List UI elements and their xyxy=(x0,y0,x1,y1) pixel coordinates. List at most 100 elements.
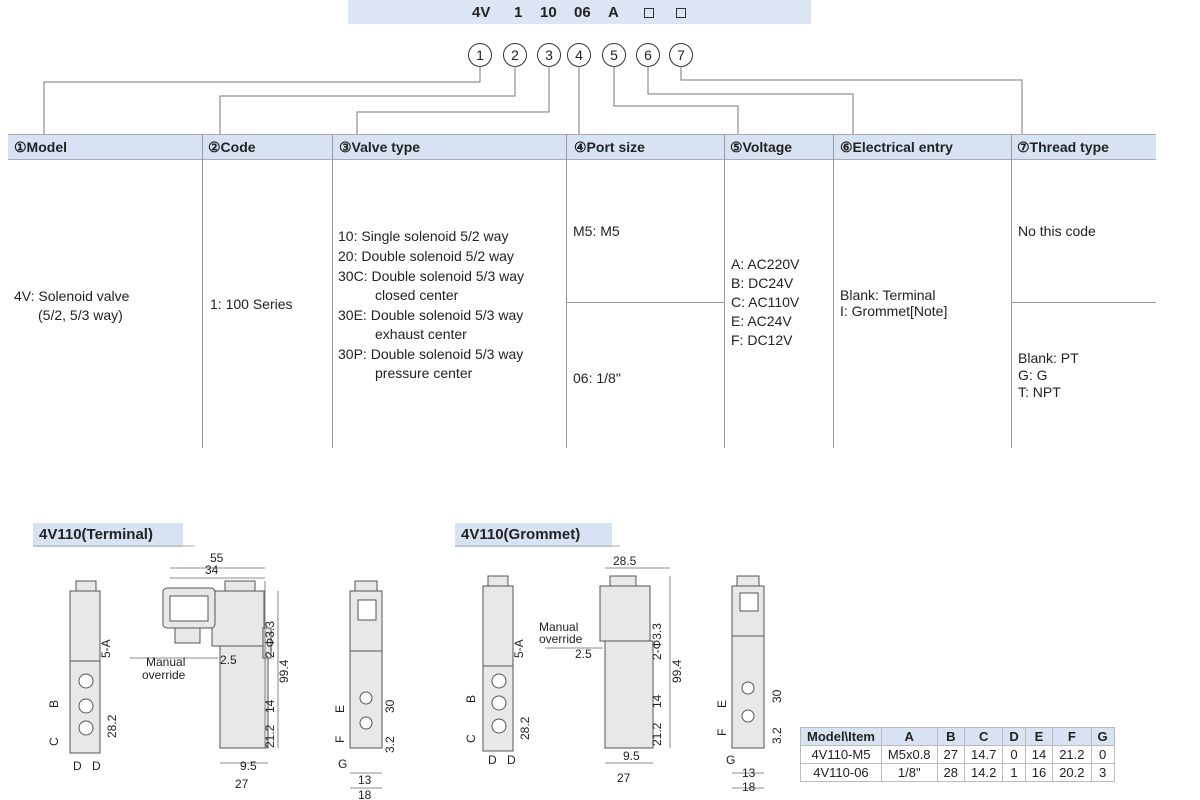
code-number-2: 2 xyxy=(503,43,527,67)
dim-D2: D xyxy=(507,753,516,767)
column-divider xyxy=(566,134,567,448)
dim-95: 9.5 xyxy=(240,759,257,773)
override-label: override xyxy=(142,668,186,682)
dim-27: 27 xyxy=(235,777,249,791)
code-number-5: 5 xyxy=(602,43,626,67)
port-G: G xyxy=(338,757,347,771)
dim-212: 21.2 xyxy=(650,722,664,746)
dim-55: 55 xyxy=(210,551,224,565)
thread-type-none: No this code xyxy=(1018,223,1096,239)
column-divider xyxy=(332,134,333,448)
header-code: ②Code xyxy=(208,139,256,155)
dim-2phi: 2-Φ3.3 xyxy=(650,623,664,660)
dim-25: 2.5 xyxy=(575,647,592,661)
code-number-6: 6 xyxy=(636,43,660,67)
code-description: 1: 100 Series xyxy=(210,296,293,312)
dim-14: 14 xyxy=(263,699,277,713)
row-divider xyxy=(1012,302,1156,303)
dim-285: 28.5 xyxy=(613,554,637,568)
dim-2phi: 2-Φ3.3 xyxy=(263,621,277,658)
dim-994: 99.4 xyxy=(277,659,291,683)
grommet-dimension-drawing: 28.5 Manual override 2.5 5-A B C 28.2 D … xyxy=(464,554,784,794)
dim-212: 21.2 xyxy=(263,724,277,748)
column-divider xyxy=(724,134,725,448)
manual-label: Manual xyxy=(539,620,578,634)
port-F: F xyxy=(333,736,347,743)
code-number-7: 7 xyxy=(669,43,693,67)
model-code-bar: 4V 1 10 06 A xyxy=(348,0,811,24)
port-size-m5: M5: M5 xyxy=(573,223,620,239)
port-F: F xyxy=(715,729,729,736)
dim-32: 3.2 xyxy=(770,727,784,744)
valve-type-item: 10: Single solenoid 5/2 way xyxy=(338,228,509,244)
port-C: C xyxy=(47,737,61,746)
dim-994: 99.4 xyxy=(670,659,684,683)
dim-34: 34 xyxy=(205,563,219,577)
spec-table-header: ①Model ②Code ③Valve type ④Port size ⑤Vol… xyxy=(8,134,1156,160)
dim-25: 2.5 xyxy=(220,653,237,667)
header-model: ①Model xyxy=(14,139,67,155)
dim-5a: 5-A xyxy=(99,639,113,658)
override-label: override xyxy=(539,632,583,646)
section-underline xyxy=(33,545,620,547)
header-voltage: ⑤Voltage xyxy=(730,139,793,155)
code-part-series: 4V xyxy=(472,4,491,21)
code-placeholder-box xyxy=(644,8,654,18)
electrical-entry: Blank: Terminal I: Grommet[Note] xyxy=(840,287,948,319)
port-C: C xyxy=(464,734,478,743)
port-E: E xyxy=(715,700,729,708)
dim-13: 13 xyxy=(742,766,756,780)
terminal-section-title: 4V110(Terminal) xyxy=(33,523,183,547)
port-E: E xyxy=(333,705,347,713)
dim-18: 18 xyxy=(742,780,756,794)
valve-type-item: 20: Double solenoid 5/2 way xyxy=(338,248,514,264)
table-row: 4V110-M5 M5x0.8 27 14.7 0 14 21.2 0 xyxy=(800,745,1115,764)
code-part-valve: 10 xyxy=(540,4,557,21)
grommet-section-title: 4V110(Grommet) xyxy=(455,523,612,547)
dim-282: 28.2 xyxy=(518,716,532,740)
valve-type-list: 10: Single solenoid 5/2 way 20: Double s… xyxy=(338,227,524,383)
column-divider xyxy=(833,134,834,448)
code-placeholder-box xyxy=(676,8,686,18)
dim-D1: D xyxy=(488,753,497,767)
code-part-code: 1 xyxy=(514,4,523,21)
model-description: 4V: Solenoid valve (5/2, 5/3 way) xyxy=(14,288,130,323)
header-port-size: ④Port size xyxy=(574,139,645,155)
code-number-1: 1 xyxy=(468,43,492,67)
terminal-dimension-drawing: 55 34 Manual override 2.5 5-A B C 28.2 D… xyxy=(47,551,397,800)
dim-18: 18 xyxy=(358,788,372,800)
dim-32: 3.2 xyxy=(383,736,397,753)
code-part-voltage: A xyxy=(608,4,619,21)
dim-13: 13 xyxy=(358,773,372,787)
dim-27: 27 xyxy=(617,771,631,785)
dim-D1: D xyxy=(73,759,82,773)
row-divider xyxy=(567,302,724,303)
thread-type-list: Blank: PT G: G T: NPT xyxy=(1018,350,1079,400)
leader-lines xyxy=(43,66,1023,134)
code-part-port: 06 xyxy=(574,4,591,21)
port-G: G xyxy=(726,753,735,767)
port-size-06: 06: 1/8" xyxy=(573,370,621,386)
column-divider xyxy=(1011,134,1012,448)
port-B: B xyxy=(47,700,61,708)
header-valve-type: ③Valve type xyxy=(339,139,421,155)
dim-30: 30 xyxy=(770,689,784,703)
dim-D2: D xyxy=(92,759,101,773)
header-thread-type: ⑦Thread type xyxy=(1017,139,1109,155)
table-header-row: Model\Item A B C D E F G xyxy=(800,727,1115,746)
port-B: B xyxy=(464,695,478,703)
code-number-4: 4 xyxy=(567,43,591,67)
voltage-list: A: AC220V B: DC24V C: AC110V E: AC24V F:… xyxy=(731,256,800,348)
column-divider xyxy=(202,134,203,448)
dim-14: 14 xyxy=(650,694,664,708)
dim-282: 28.2 xyxy=(105,714,119,738)
dim-95: 9.5 xyxy=(623,749,640,763)
dimension-table: Model\Item A B C D E F G 4V110-M5 M5x0.8… xyxy=(800,727,1115,782)
dim-30: 30 xyxy=(383,699,397,713)
manual-label: Manual xyxy=(146,655,185,669)
header-electrical-entry: ⑥Electrical entry xyxy=(840,139,953,155)
table-row: 4V110-06 1/8" 28 14.2 1 16 20.2 3 xyxy=(800,763,1115,782)
